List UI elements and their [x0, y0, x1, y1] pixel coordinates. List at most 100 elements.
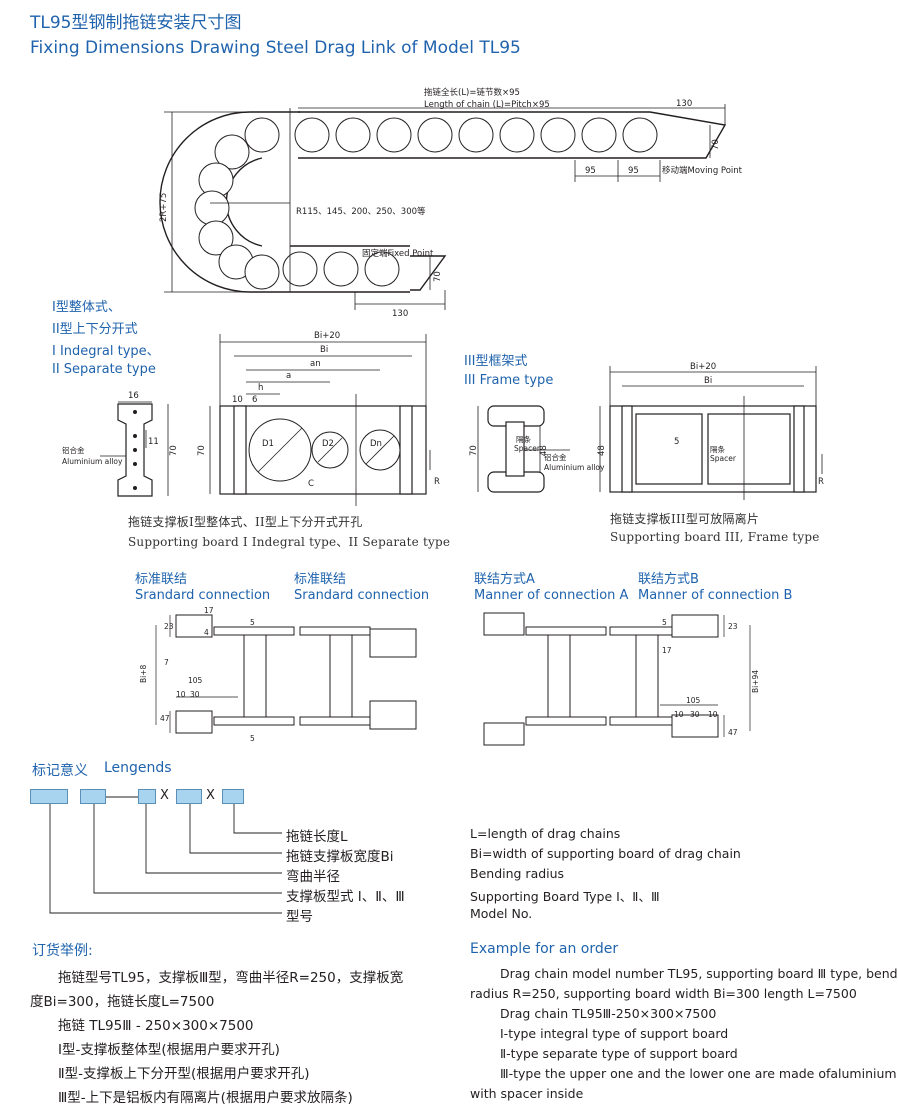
dim-70-side: 70	[169, 445, 179, 456]
type12-label-en1: I Indegral type、	[52, 344, 160, 359]
order-cn-line1: 拖链型号TL95，支撑板Ⅲ型，弯曲半径R=250，支撑板宽	[58, 970, 404, 986]
type12-label-cn2: II型上下分开式	[52, 322, 138, 337]
r-label-front: R	[434, 477, 440, 487]
type12-caption-en: Supporting board I Indegral type、II Sepa…	[128, 535, 451, 549]
manner-a-en: Manner of connection A	[474, 588, 629, 603]
chain-link	[335, 117, 371, 153]
a-label: a	[286, 371, 291, 381]
moving-point-label: 移动端Moving Point	[662, 165, 743, 176]
conn-dim-7: 7	[164, 658, 169, 667]
h-label: h	[258, 383, 263, 393]
type3-caption-cn: 拖链支撑板III型可放隔离片	[610, 512, 760, 526]
type12-drawing: 16 11 70 铝合金 Aluminium alloy Bi+20 Bi an…	[62, 331, 440, 506]
legend-item-en-1: L=length of drag chains	[470, 826, 621, 841]
order-heading-cn: 订货举例:	[32, 943, 93, 959]
legend-x-2: X	[206, 788, 215, 803]
chain-link	[282, 251, 318, 287]
legend-item-cn-4: 支撑板型式 Ⅰ、Ⅱ、Ⅲ	[286, 889, 405, 905]
conn-dim-10: 10	[176, 690, 186, 699]
dim-130-top: 130	[676, 99, 692, 109]
type3-caption-en: Supporting board III, Frame type	[610, 530, 820, 544]
page-title-en: Fixing Dimensions Drawing Steel Drag Lin…	[30, 38, 521, 58]
manner-a-cn: 联结方式A	[474, 572, 535, 587]
page-title-cn: TL95型钢制拖链安装尺寸图	[30, 13, 242, 33]
conn-b-dim-47: 47	[728, 728, 738, 737]
conn-dim-5-top: 5	[250, 618, 255, 627]
type3-dim-5: 5	[674, 437, 679, 447]
dim-10-front: 10	[232, 395, 243, 405]
type3-alu-en: Aluminium alloy	[544, 463, 605, 472]
type3-bi: Bi	[704, 376, 712, 386]
legend-item-en-5: Model No.	[470, 906, 533, 921]
chain-link	[581, 117, 617, 153]
std-connection-1-en: Srandard connection	[135, 588, 271, 603]
type3-drawing: 70 48 隔条 Spacer 铝合金 Aluminium alloy Bi+2…	[469, 362, 824, 500]
type12-caption-cn: 拖链支撑板I型整体式、II型上下分开式开孔	[128, 515, 363, 529]
type3-alu-cn: 铝合金	[544, 452, 567, 462]
legend-box-length	[222, 789, 244, 804]
height-label: 2R+75	[159, 193, 169, 222]
c-label: C	[308, 479, 314, 489]
chain-link	[194, 190, 230, 226]
chain-link	[458, 117, 494, 153]
type3-spacer-cn-front: 隔条	[710, 444, 725, 454]
manner-b-cn: 联结方式B	[638, 572, 699, 587]
conn-dim-5-bottom: 5	[250, 734, 255, 743]
chain-link	[417, 117, 453, 153]
chain-link	[323, 251, 359, 287]
order-cn-line5: Ⅱ型-支撑板上下分开型(根据用户要求开孔)	[58, 1066, 310, 1082]
legend-x-1: X	[160, 788, 169, 803]
chain-link	[622, 117, 658, 153]
type3-label-cn: III型框架式	[464, 354, 528, 369]
type3-dim-70: 70	[469, 445, 479, 456]
an-label: an	[310, 359, 321, 369]
order-cn-line3: 拖链 TL95Ⅲ - 250×300×7500	[58, 1018, 254, 1034]
conn-b-dim-5: 5	[662, 618, 667, 627]
bi-label: Bi	[320, 345, 328, 355]
bi20-label: Bi+20	[314, 331, 340, 341]
connections-drawing: 17 4 5 23 7 Bi+8 105 10 30 47 5 5 23 17 …	[139, 606, 760, 746]
order-cn-line2: 度Bi=300，拖链长度L=7500	[30, 994, 215, 1010]
dim-70-bottom: 70	[433, 271, 443, 282]
chain-link	[244, 254, 280, 290]
conn-b-dim-23: 23	[728, 622, 738, 631]
chain-link	[364, 251, 400, 287]
type12-label-en2: II Separate type	[52, 362, 156, 377]
chain-link	[198, 220, 234, 256]
dim-70-front: 70	[197, 445, 207, 456]
conn-bi94: Bi+94	[751, 670, 760, 693]
legend-item-cn-3: 弯曲半径	[286, 869, 340, 885]
conn-dim-105: 105	[188, 676, 203, 685]
alu-en: Aluminium alloy	[62, 457, 123, 466]
type3-r-label: R	[818, 477, 824, 487]
type3-spacer-en-front: Spacer	[710, 454, 737, 463]
dim-70-right: 70	[711, 139, 721, 150]
chain-length-cn: 拖链全长(L)=链节数×95	[424, 87, 520, 98]
order-heading-en: Example for an order	[470, 941, 619, 957]
conn-b-dim-10: 10	[674, 710, 684, 719]
type3-spacer-en: Spacer	[514, 444, 541, 453]
order-en-line3: Drag chain TL95Ⅲ-250×300×7500	[500, 1006, 717, 1021]
std-connection-2-en: Srandard connection	[294, 588, 430, 603]
legend-box-bi	[176, 789, 202, 804]
d1-label: D1	[262, 439, 274, 449]
order-en-line1: Drag chain model number TL95, supporting…	[500, 966, 898, 981]
order-en-line5: Ⅱ-type separate type of support board	[500, 1046, 738, 1061]
chain-length-en: Length of chain (L)=Pitch×95	[424, 100, 550, 110]
type3-dim-48-front: 48	[597, 445, 607, 456]
legend-box-type	[80, 789, 106, 804]
type12-label-cn1: I型整体式、	[52, 300, 121, 315]
legend-box-model	[30, 789, 68, 804]
conn-b-dim-30: 30	[690, 710, 700, 719]
legend-item-cn-1: 拖链长度L	[286, 829, 348, 845]
dn-label: Dn	[370, 439, 382, 449]
main-chain-drawing: 拖链全长(L)=链节数×95 Length of chain (L)=Pitch…	[159, 87, 743, 319]
std-connection-1-cn: 标准联结	[135, 572, 188, 587]
dim-16: 16	[128, 391, 139, 401]
chain-link	[376, 117, 412, 153]
legends-heading-en: Lengends	[104, 760, 172, 776]
conn-b-dim-17: 17	[662, 646, 672, 655]
chain-link	[499, 117, 535, 153]
legends-heading-cn: 标记意义	[32, 763, 88, 779]
order-cn-line6: Ⅲ型-上下是铝板内有隔离片(根据用户要求放隔条)	[58, 1090, 353, 1106]
